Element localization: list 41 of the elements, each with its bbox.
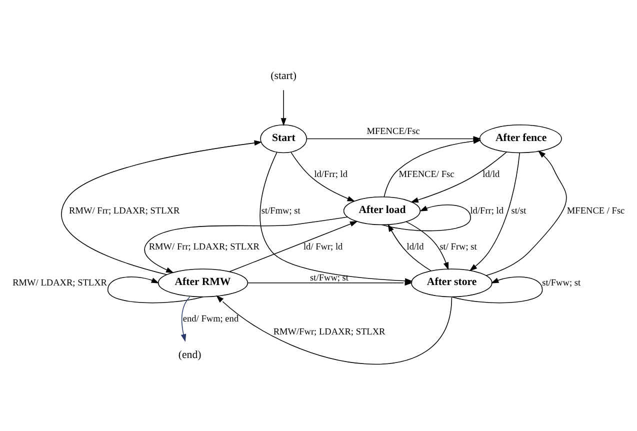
arrow bbox=[469, 152, 520, 272]
edge-label: MFENCE / Fsc bbox=[566, 206, 625, 216]
edge-label: st/ Frw; st bbox=[440, 242, 477, 252]
arrow bbox=[410, 152, 508, 203]
node-text: (end) bbox=[178, 348, 202, 361]
arrow bbox=[61, 140, 262, 275]
edge-label: MFENCE/Fsc bbox=[366, 126, 420, 137]
edge-label: RMW/ Frr; LDAXR; STLXR bbox=[69, 206, 180, 216]
node-ellipse: After store bbox=[411, 268, 492, 298]
edge-label: st/Fww; st bbox=[310, 273, 349, 284]
edge-label: st/Fww; st bbox=[542, 278, 581, 288]
arrow bbox=[384, 138, 482, 198]
arrow bbox=[382, 204, 471, 232]
edge-label: st/Fmw; st bbox=[261, 206, 300, 216]
node-ellipse: After RMW bbox=[158, 268, 248, 298]
arrow bbox=[406, 221, 449, 270]
edge-label: ld/ Fwr; ld bbox=[303, 242, 343, 252]
edge-label: RMW/ Frr; LDAXR; STLXR bbox=[148, 242, 260, 252]
arrow bbox=[486, 150, 567, 276]
arrow bbox=[216, 295, 452, 364]
edge-label: ld/Frr; ld bbox=[470, 206, 504, 216]
arrow bbox=[144, 216, 348, 273]
node-text: (start) bbox=[270, 70, 297, 82]
edge-label: ld/Frr; ld bbox=[314, 170, 348, 180]
edge-label: end/ Fwm; end bbox=[182, 314, 239, 324]
edge-label: RMW/Fwr; LDAXR; STLXR bbox=[273, 328, 386, 338]
edge-label: st/st bbox=[511, 206, 526, 216]
edge-label: ld/ld bbox=[406, 242, 424, 252]
arrow bbox=[290, 152, 356, 202]
edge-label: RMW/ LDAXR; STLXR bbox=[12, 278, 107, 288]
arrow bbox=[451, 276, 543, 304]
edge-label: MFENCE/ Fsc bbox=[398, 170, 454, 180]
arrow bbox=[248, 280, 413, 286]
node-ellipse: Start bbox=[260, 124, 308, 154]
arrow bbox=[229, 221, 358, 272]
arrow bbox=[280, 90, 286, 126]
arrow bbox=[180, 296, 190, 342]
arrow bbox=[388, 224, 432, 272]
node-ellipse: After fence bbox=[479, 124, 562, 154]
edge-label: ld/ld bbox=[482, 170, 500, 180]
arrow bbox=[107, 276, 204, 304]
